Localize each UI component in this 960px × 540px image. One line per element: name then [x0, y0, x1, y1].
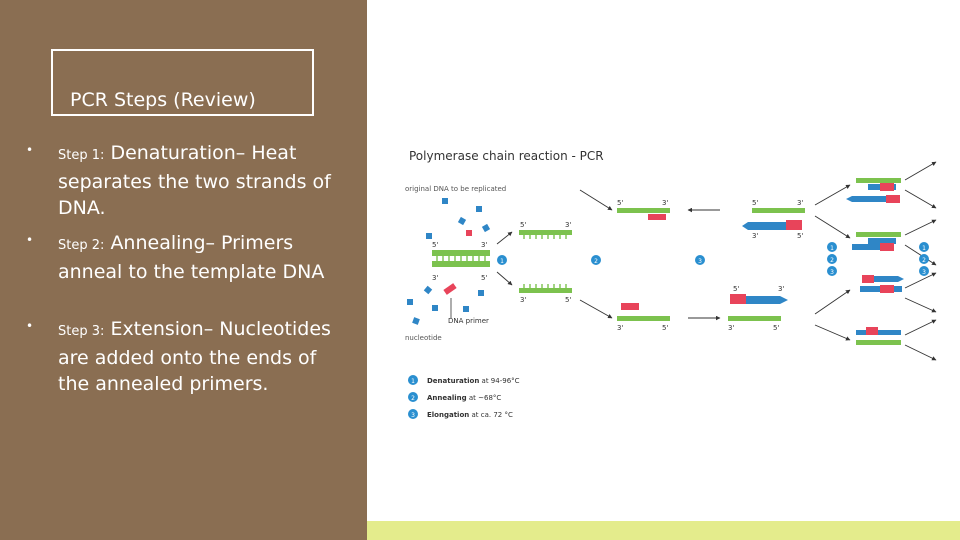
svg-text:2: 2	[594, 258, 598, 265]
step-label: Step 1:	[58, 148, 105, 163]
bullet-dot: •	[26, 319, 34, 333]
svg-text:3: 3	[922, 269, 926, 276]
svg-text:3: 3	[411, 412, 415, 419]
svg-text:Elongation at ca. 72 °C: Elongation at ca. 72 °C	[427, 411, 513, 419]
pcr-diagram: Polymerase chain reaction - PCR original…	[405, 149, 937, 419]
svg-text:3': 3'	[662, 199, 668, 207]
nucleotide-label: nucleotide	[405, 334, 442, 342]
svg-text:3': 3'	[617, 324, 623, 332]
svg-text:5': 5'	[617, 199, 623, 207]
primer-label: DNA primer	[448, 317, 489, 325]
svg-text:3': 3'	[432, 274, 438, 282]
svg-text:5': 5'	[432, 241, 438, 249]
svg-text:3': 3'	[565, 221, 571, 229]
svg-text:3': 3'	[752, 232, 758, 240]
separated-strands: 5' 3' 3' 5'	[519, 221, 572, 304]
annealed-strands: 5' 3' 3' 5'	[617, 199, 670, 332]
svg-text:3: 3	[830, 269, 834, 276]
svg-text:5': 5'	[520, 221, 526, 229]
original-dna-label: original DNA to be replicated	[405, 185, 506, 193]
step-label: Step 3:	[58, 324, 105, 339]
svg-text:5': 5'	[773, 324, 779, 332]
svg-text:Annealing at ~68°C: Annealing at ~68°C	[427, 394, 501, 402]
svg-text:Denaturation at 94-96°C: Denaturation at 94-96°C	[427, 377, 520, 385]
svg-text:2: 2	[830, 257, 834, 264]
product-strands	[846, 178, 904, 345]
left-panel	[0, 0, 367, 540]
svg-text:1: 1	[411, 378, 415, 385]
svg-text:5': 5'	[752, 199, 758, 207]
legend: 1 Denaturation at 94-96°C 2 Annealing at…	[408, 375, 520, 419]
bullet-dot: •	[26, 233, 34, 247]
slide-title: PCR Steps (Review)	[70, 89, 256, 111]
svg-text:1: 1	[922, 245, 926, 252]
svg-text:5': 5'	[565, 296, 571, 304]
svg-text:3': 3'	[778, 285, 784, 293]
step-label: Step 2:	[58, 238, 105, 253]
elongated-strands: 5' 3' 3' 5' 5' 3' 3' 5'	[728, 199, 805, 332]
svg-text:3': 3'	[797, 199, 803, 207]
svg-text:1: 1	[500, 258, 504, 265]
svg-text:3: 3	[698, 258, 702, 265]
svg-text:2: 2	[411, 395, 415, 402]
svg-text:3': 3'	[728, 324, 734, 332]
svg-text:2: 2	[922, 257, 926, 264]
step-description: Denaturation– Heat separates the two str…	[58, 142, 331, 219]
svg-text:5': 5'	[662, 324, 668, 332]
svg-text:3': 3'	[481, 241, 487, 249]
svg-text:5': 5'	[481, 274, 487, 282]
step-description: Annealing– Primers anneal to the templat…	[58, 232, 325, 283]
original-dna: 5' 3' 3' 5'	[432, 241, 490, 282]
svg-text:5': 5'	[797, 232, 803, 240]
svg-text:5': 5'	[733, 285, 739, 293]
svg-text:1: 1	[830, 245, 834, 252]
step-badges: 1 2 3 1 2 3 1 2 3	[497, 242, 929, 276]
step-description: Extension– Nucleotides are added onto th…	[58, 318, 331, 395]
accent-band	[367, 521, 960, 540]
title-frame	[51, 49, 314, 116]
bullet-dot: •	[26, 143, 34, 157]
diagram-title: Polymerase chain reaction - PCR	[409, 149, 604, 163]
svg-text:3': 3'	[520, 296, 526, 304]
arrows	[496, 161, 937, 361]
nucleotides	[407, 198, 491, 325]
